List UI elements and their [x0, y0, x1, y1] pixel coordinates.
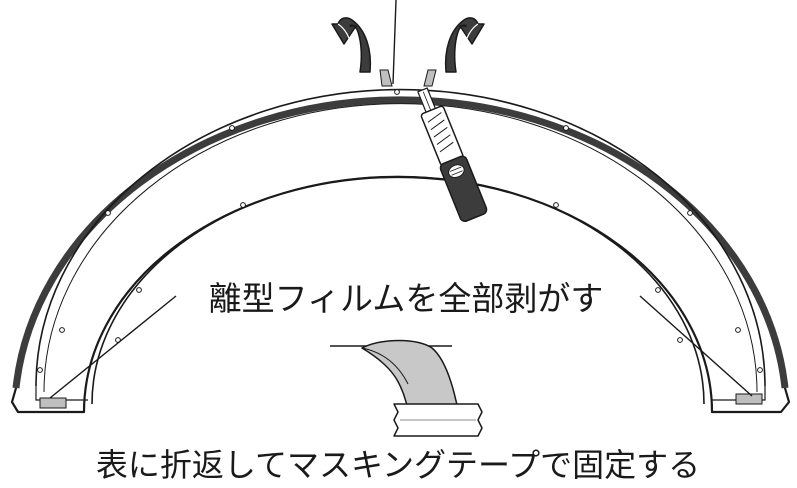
flare-outer-rim — [12, 96, 789, 389]
release-film-label: 離型フィルムを全部剥がす — [209, 279, 604, 318]
leader-line-left — [49, 295, 177, 399]
film-border-outer — [35, 88, 766, 387]
curved-arrow-icon — [444, 17, 485, 73]
leader-line-right — [639, 295, 753, 397]
cut-area — [379, 0, 437, 87]
film-flap-left — [379, 69, 393, 87]
inner-arch-edge — [91, 175, 705, 405]
curved-arrow-icon — [331, 17, 372, 73]
film-border-line — [43, 103, 758, 393]
mounting-holes — [37, 89, 763, 373]
film-flap-right — [423, 69, 437, 87]
film-tab-left — [39, 397, 67, 409]
cut-line — [392, 0, 397, 85]
film-tab-right — [735, 393, 763, 405]
masking-tape-icon — [330, 339, 483, 437]
film-end-left — [35, 386, 88, 401]
film-end-right — [712, 386, 766, 401]
utility-knife-icon — [417, 87, 488, 222]
fender-flare — [10, 88, 791, 414]
masking-tape-label: 表に折返してマスキングテープで固定する — [96, 446, 700, 484]
folded-film-strip — [361, 339, 459, 411]
